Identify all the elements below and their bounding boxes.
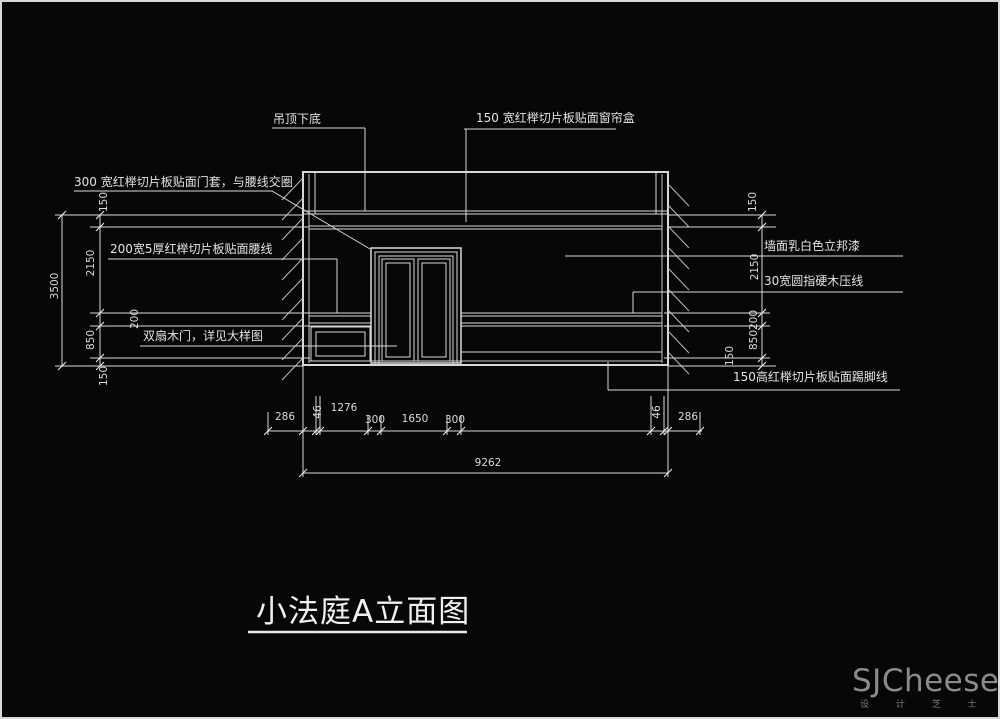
dim-bottom-1650: 1650 bbox=[401, 413, 429, 425]
wall-outer-rect bbox=[302, 171, 669, 366]
dim-bottom-286-right: 286 bbox=[677, 411, 699, 423]
annotation-curtain-box: 150 宽红榉切片板贴面窗帘盒 bbox=[476, 111, 635, 125]
dim-left-150-bottom: 150 bbox=[98, 365, 110, 387]
hatch-left bbox=[281, 177, 304, 381]
door-leaf-right bbox=[417, 258, 451, 362]
dim-bottom-extensions bbox=[267, 365, 701, 477]
leader-waist-line bbox=[108, 258, 338, 313]
dim-right-150-bottom: 150 bbox=[724, 345, 736, 367]
curtain-box-lines bbox=[303, 172, 668, 230]
skirting bbox=[310, 326, 662, 362]
dim-bottom-lines bbox=[268, 430, 702, 474]
dim-bottom-300-left: 300 bbox=[364, 414, 386, 426]
leader-ceiling bbox=[272, 127, 366, 211]
annotation-wall-paint: 墙面乳白色立邦漆 bbox=[764, 239, 861, 253]
watermark-brand: SJCheese bbox=[852, 663, 1000, 699]
wall-inner-lines bbox=[308, 174, 663, 363]
leader-door-frame bbox=[74, 190, 371, 250]
door-casing-inner bbox=[374, 251, 458, 364]
annotation-skirting-line: 150高红榉切片板贴面踢脚线 bbox=[733, 370, 888, 384]
dim-right-ticks bbox=[757, 210, 767, 371]
dim-right-850: 850 bbox=[748, 329, 760, 351]
dim-bottom-286-left: 286 bbox=[274, 411, 296, 423]
dim-left-ticks bbox=[57, 210, 105, 371]
annotation-hardwood-molding: 30宽圆指硬木压线 bbox=[764, 274, 864, 288]
door-casing-outer bbox=[370, 247, 462, 364]
wall-outline bbox=[302, 171, 669, 366]
dim-left-850: 850 bbox=[85, 329, 97, 351]
annotation-door-frame: 300 宽红榉切片板贴面门套，与腰线交圈 bbox=[74, 175, 293, 189]
dim-right-200: 200 bbox=[748, 309, 760, 331]
dimension-left bbox=[55, 210, 310, 371]
annotation-ceiling-underside: 吊顶下底 bbox=[273, 112, 322, 126]
dim-left-150-top: 150 bbox=[98, 191, 110, 213]
dimension-bottom bbox=[263, 365, 705, 478]
dim-right-150-top: 150 bbox=[747, 191, 759, 213]
door-leaf-left bbox=[381, 258, 415, 362]
hatch-marks bbox=[281, 177, 690, 381]
leader-skirting bbox=[607, 362, 900, 391]
leader-lines bbox=[74, 127, 903, 391]
dim-left-total: 3500 bbox=[49, 272, 61, 300]
curtain-box-band bbox=[303, 172, 668, 230]
leader-molding bbox=[632, 291, 903, 313]
dim-bottom-ticks bbox=[263, 426, 705, 478]
dim-bottom-46-left: 46 bbox=[312, 405, 324, 419]
watermark-subtitle: 设 计 芝 士 bbox=[860, 700, 989, 710]
leader-curtain-box bbox=[464, 128, 616, 222]
dim-right-lines bbox=[664, 214, 776, 367]
dim-bottom-total: 9262 bbox=[474, 457, 502, 469]
dim-bottom-46-right: 46 bbox=[651, 405, 663, 419]
annotation-waist-line: 200宽5厚红榉切片板贴面腰线 bbox=[110, 242, 273, 256]
drawing-title: 小法庭A立面图 bbox=[256, 594, 471, 630]
dim-bottom-300-right: 300 bbox=[444, 414, 466, 426]
dim-left-lines bbox=[55, 214, 310, 367]
double-door bbox=[370, 247, 462, 364]
waist-band bbox=[309, 312, 662, 327]
dimension-right bbox=[664, 210, 776, 371]
annotation-double-wood-door: 双扇木门，详见大样图 bbox=[143, 329, 264, 343]
hatch-right bbox=[667, 183, 690, 375]
wainscot-panel-left bbox=[310, 326, 371, 362]
waist-band-lines bbox=[309, 312, 662, 327]
dim-left-2150: 2150 bbox=[85, 249, 97, 277]
dim-left-200: 200 bbox=[129, 308, 141, 330]
dim-right-2150: 2150 bbox=[749, 253, 761, 281]
dim-bottom-1276: 1276 bbox=[330, 402, 358, 414]
